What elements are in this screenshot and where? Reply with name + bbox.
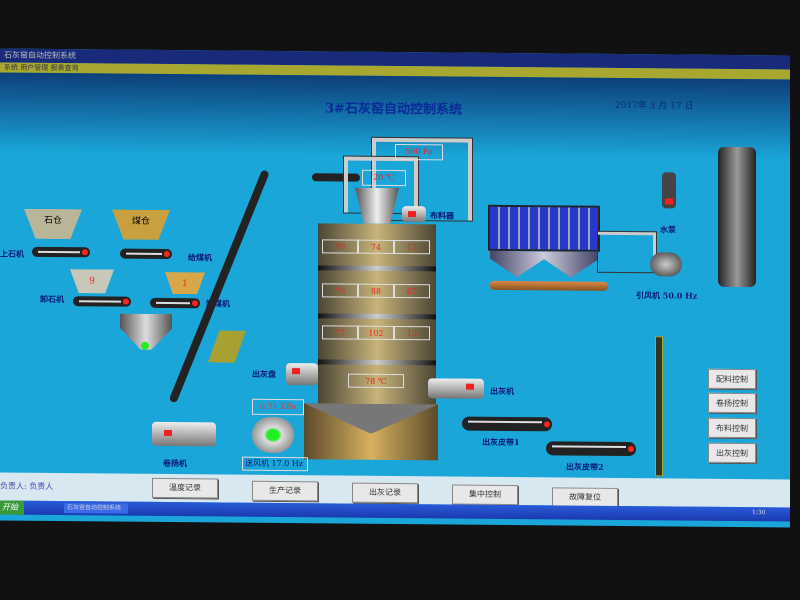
kiln-temp-2-1: 70 (322, 283, 358, 298)
scada-screen: 石灰窑自动控制系统 系统 用户管理 报表查询 3#石灰窑自动控制系统 2017年… (0, 48, 790, 528)
datetime: 2017年 3 月 17 日 (615, 100, 694, 112)
top-temp-readout: 20 ℃ (362, 169, 406, 187)
skip-car (208, 330, 246, 362)
stone-feeder-label: 上石机 (0, 248, 24, 259)
stone-unloader-belt[interactable] (73, 296, 131, 307)
blower-frequency: 17.0 Hz (271, 458, 304, 469)
ash-belt-2-label: 出灰皮带2 (566, 461, 604, 472)
ash-elevator (655, 336, 663, 477)
taskbar-clock: 1:30 (752, 509, 766, 517)
ash-control-button[interactable]: 出灰控制 (708, 442, 756, 464)
production-record-button[interactable]: 生产记录 (252, 480, 318, 502)
desulfurization-tower (718, 146, 756, 288)
coal-unloader-belt[interactable] (150, 297, 200, 309)
coal-feeder-belt[interactable] (120, 248, 172, 260)
stone-weigh-hopper: 9 (70, 269, 114, 293)
kiln-body: 70 74 12 70 88 67 77 102 13 78 ℃ (318, 223, 436, 410)
blower-pressure: 0.71 KPa (252, 398, 304, 416)
blower-fan[interactable] (252, 416, 294, 454)
blower-readout: 送风机 17.0 Hz (242, 456, 308, 472)
screw-conveyor (490, 280, 608, 291)
ash-record-button[interactable]: 出灰记录 (352, 482, 418, 504)
ash-belt-2[interactable] (546, 441, 636, 457)
coal-weigh-value: 1 (182, 279, 188, 290)
induced-fan[interactable] (650, 252, 682, 277)
kiln-temp-1-2: 74 (358, 239, 394, 254)
kiln-temp-1-3: 12 (394, 239, 430, 255)
ash-machine-label: 出灰机 (490, 385, 514, 397)
hoist-motor[interactable] (152, 421, 216, 447)
kiln-temp-2-3: 67 (394, 283, 430, 299)
distributor-label: 布料器 (430, 210, 454, 221)
stone-weigh-value: 9 (89, 276, 95, 287)
induced-fan-label: 引风机 (636, 290, 660, 301)
distribution-control-button[interactable]: 布料控制 (708, 417, 756, 439)
induced-fan-readout: 引风机 50.0 Hz (636, 290, 697, 302)
operator-label: 负责人: 负责人 (0, 481, 54, 492)
ash-tray-label: 出灰盘 (252, 368, 276, 379)
kiln-bottom-temp: 78 ℃ (348, 373, 404, 389)
stone-feeder-belt[interactable] (32, 246, 90, 258)
pressure-readout: 500 Pa (395, 144, 443, 161)
stone-bin-label: 石仓 (43, 215, 62, 227)
hoist-control-button[interactable]: 卷扬控制 (708, 392, 756, 414)
kiln-temp-1-1: 70 (322, 239, 358, 254)
fan-pipe (597, 230, 657, 274)
page-title: 3#石灰窑自动控制系统 (325, 101, 462, 118)
coal-bin: 煤仓 (112, 210, 170, 241)
hoist-label: 卷扬机 (163, 457, 187, 469)
coal-feeder-label: 给煤机 (188, 252, 212, 263)
water-pump[interactable] (662, 172, 676, 209)
stone-unloader-label: 卸石机 (40, 293, 64, 305)
mix-hopper-indicator (141, 341, 149, 350)
central-control-button[interactable]: 集中控制 (452, 484, 518, 506)
dust-collector-hoppers (490, 251, 598, 278)
ash-machine-motor[interactable] (428, 378, 484, 399)
kiln-temp-3-3: 13 (394, 325, 430, 341)
water-pump-label: 水泵 (660, 224, 676, 235)
stone-bin: 石仓 (24, 209, 82, 240)
induced-fan-frequency: 50.0 Hz (662, 290, 698, 301)
taskbar-app-button[interactable]: 石灰窑自动控制系统 (64, 503, 128, 514)
coal-weigh-hopper: 1 (165, 272, 205, 294)
distributor-motor[interactable] (402, 206, 426, 223)
ash-belt-1-label: 出灰皮带1 (482, 436, 520, 448)
coal-bin-label: 煤仓 (131, 216, 150, 227)
blower-label: 送风机 (245, 458, 269, 468)
ash-tray-motor[interactable] (286, 363, 318, 386)
kiln-temp-3-2: 102 (358, 325, 394, 340)
ash-belt-1[interactable] (462, 416, 552, 432)
kiln-temp-2-2: 88 (358, 283, 394, 298)
temperature-record-button[interactable]: 温度记录 (152, 477, 218, 499)
kiln-temp-3-1: 77 (322, 325, 358, 340)
batching-control-button[interactable]: 配料控制 (708, 368, 756, 390)
start-button[interactable]: 开始 (0, 500, 24, 515)
dust-collector (488, 204, 600, 252)
